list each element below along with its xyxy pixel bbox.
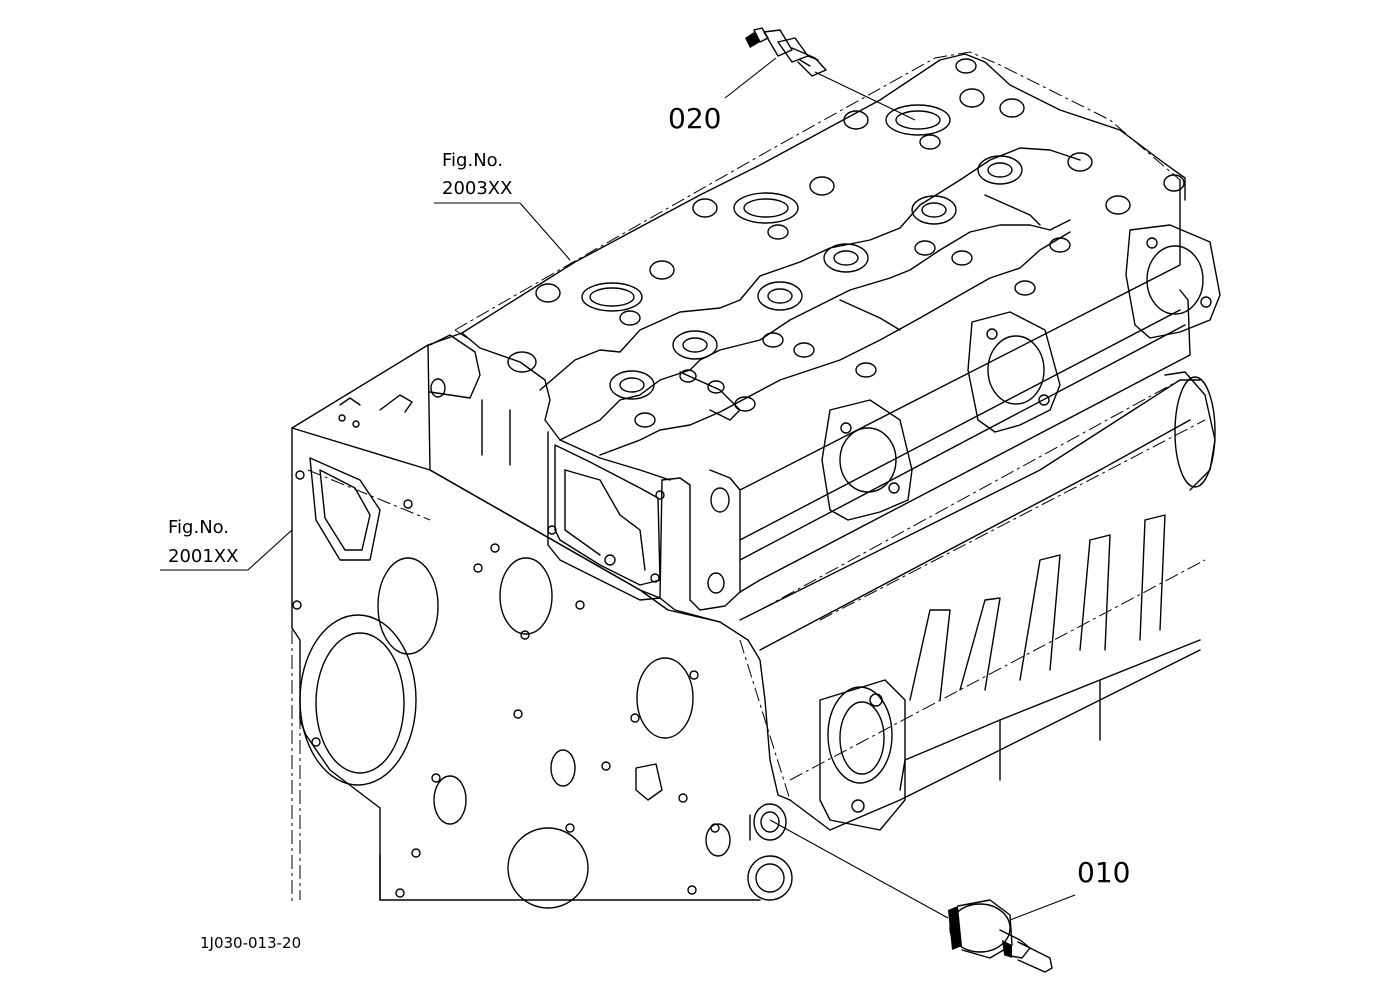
figure-reference-leaders <box>160 202 571 571</box>
drawing-code: 1J030-013-20 <box>200 934 301 952</box>
part-020-water-temp-sensor <box>724 27 916 121</box>
callout-020: 020 <box>668 102 721 135</box>
block-fig-ref-number: 2001XX <box>168 546 238 567</box>
block-fig-ref-label: Fig.No. <box>168 517 229 538</box>
head-fig-ref-label: Fig.No. <box>442 150 503 171</box>
cylinder-block <box>291 332 1216 909</box>
head-fig-ref-number: 2003XX <box>442 178 512 199</box>
cylinder-head <box>427 51 1221 623</box>
callout-010: 010 <box>1077 856 1130 889</box>
part-010-oil-pressure-switch <box>769 819 1076 973</box>
